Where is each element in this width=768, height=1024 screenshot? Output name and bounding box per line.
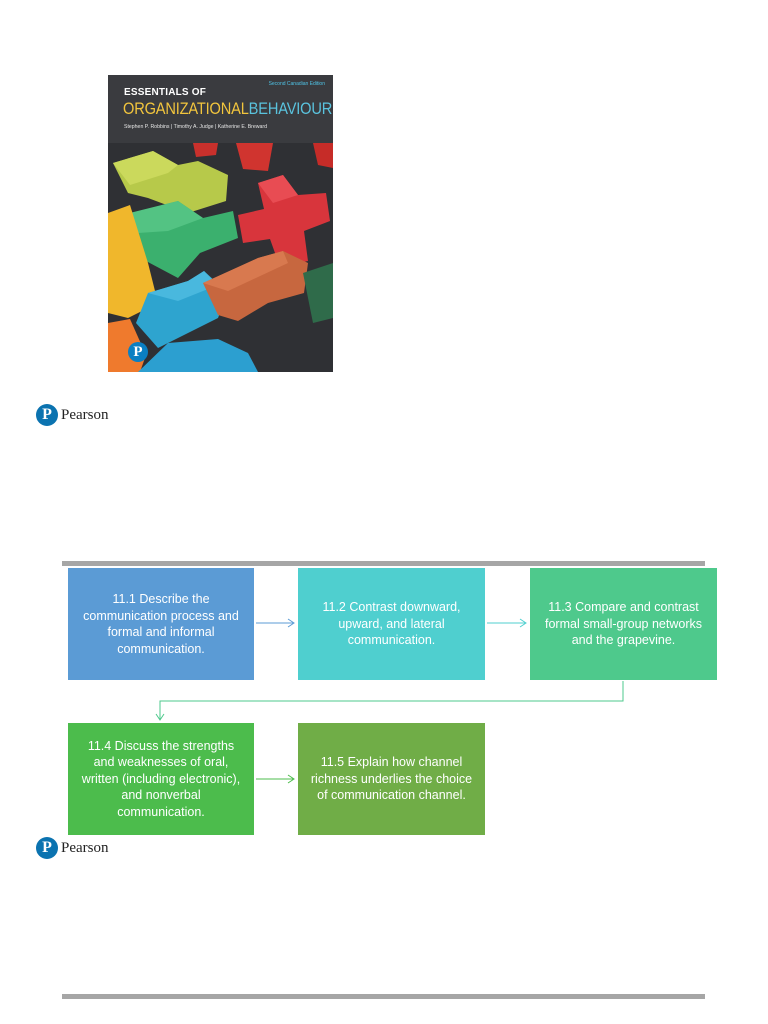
book-cover: Second Canadian Edition ESSENTIALS OF OR… — [108, 75, 333, 372]
arrowhead-4-to-5 — [287, 774, 295, 784]
cover-title-word1: ORGANIZATIONAL — [123, 99, 249, 118]
cover-title-line1: ESSENTIALS OF — [124, 87, 207, 98]
cover-puzzle-artwork — [108, 143, 333, 372]
cover-title-line2: ORGANIZATIONALBEHAVIOUR — [123, 99, 332, 119]
pearson-brand-bottom: P Pearson — [36, 836, 109, 860]
objective-4-text: 11.4 Discuss the strengths and weaknesse… — [81, 738, 241, 819]
cover-title-word2: BEHAVIOUR — [248, 99, 333, 118]
arrowhead-2-to-3 — [519, 618, 527, 628]
objective-box-5: 11.5 Explain how channel richness underl… — [298, 723, 485, 835]
pearson-name: Pearson — [61, 839, 109, 856]
objective-box-2: 11.2 Contrast downward, upward, and late… — [298, 568, 485, 680]
arrowhead-1-to-2 — [287, 618, 295, 628]
divider-top — [62, 561, 705, 566]
cover-authors: Stephen P. Robbins | Timothy A. Judge | … — [124, 124, 268, 130]
objective-1-text: 11.1 Describe the communication process … — [83, 592, 239, 656]
objective-box-3: 11.3 Compare and contrast formal small-g… — [530, 568, 717, 680]
objective-3-text: 11.3 Compare and contrast formal small-g… — [545, 600, 702, 648]
divider-bottom — [62, 994, 705, 999]
arrowhead-3-to-4 — [155, 713, 165, 721]
pearson-logo-icon: P — [36, 837, 58, 859]
objective-box-4: 11.4 Discuss the strengths and weaknesse… — [68, 723, 254, 835]
cover-header: Second Canadian Edition ESSENTIALS OF OR… — [108, 75, 333, 143]
cover-pearson-logo-icon: P — [128, 342, 148, 362]
arrow-3-to-4 — [159, 681, 624, 719]
pearson-brand-top: P Pearson — [36, 403, 109, 427]
pearson-logo-icon: P — [36, 404, 58, 426]
objective-box-1: 11.1 Describe the communication process … — [68, 568, 254, 680]
pearson-name: Pearson — [61, 406, 109, 423]
objective-2-text: 11.2 Contrast downward, upward, and late… — [322, 600, 461, 648]
cover-edition: Second Canadian Edition — [268, 81, 325, 87]
objective-5-text: 11.5 Explain how channel richness underl… — [310, 755, 473, 803]
